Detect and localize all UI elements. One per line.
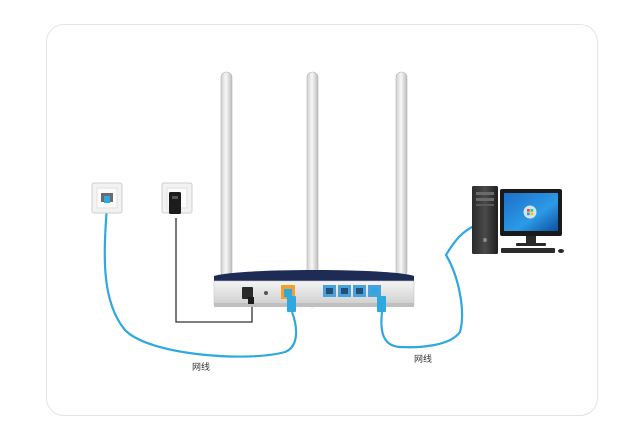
computer-tower [472,186,498,254]
ethernet-wall-jack-icon [91,182,123,214]
desktop-computer-icon [472,186,564,254]
router-top-cover [214,270,414,284]
network-cable-lan [380,225,475,349]
left-cable-label: 网线 [192,363,211,373]
wan-cable-plug [287,296,296,312]
power-cable [175,218,253,323]
router-antenna-left [220,71,233,278]
computer-keyboard [501,248,555,253]
lan-cable-plug [377,296,386,312]
right-cable-label: 网线 [414,355,433,365]
network-cable-wan [103,204,298,358]
router-antenna-right [395,71,408,278]
router-reset-button [264,291,268,295]
computer-mouse [558,249,564,253]
wireless-router-icon [213,71,415,312]
router-power-port [242,287,253,299]
power-socket-icon [161,182,193,214]
